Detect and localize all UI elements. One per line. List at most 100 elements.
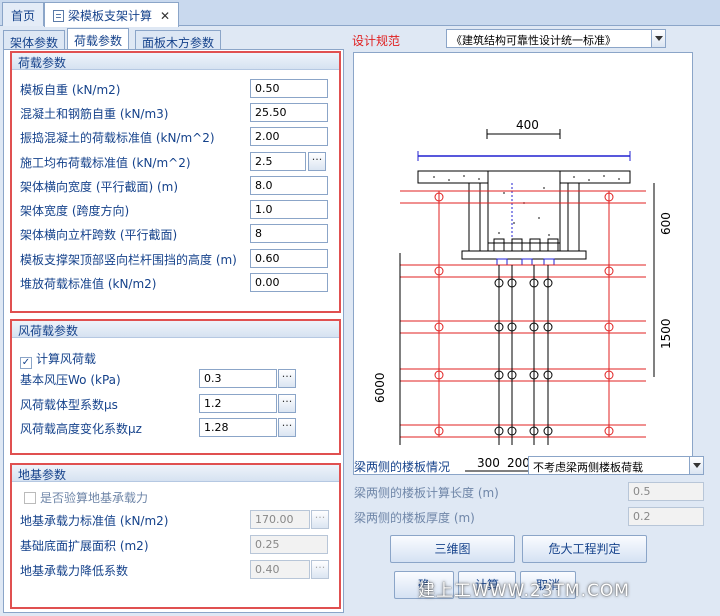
- param-row: 架体横向立杆跨数 (平行截面): [12, 224, 339, 244]
- tab-label: 面板木方参数: [142, 36, 215, 50]
- param-row: 基础底面扩展面积 (m2): [12, 535, 339, 555]
- more-button[interactable]: ···: [311, 560, 329, 579]
- param-row: 架体宽度 (跨度方向): [12, 200, 339, 220]
- side-slab-select[interactable]: 不考虑梁两侧楼板荷载: [528, 456, 704, 475]
- more-button[interactable]: ···: [278, 394, 296, 413]
- checkbox-label: 是否验算地基承载力: [40, 491, 149, 505]
- tab-label: 荷载参数: [74, 34, 123, 48]
- slab-length-input[interactable]: [628, 482, 704, 501]
- frame-width-input[interactable]: [250, 176, 328, 195]
- wind-height-coef-input[interactable]: [199, 418, 277, 437]
- left-formwork: [479, 182, 489, 252]
- pole-nodes-red: [434, 192, 614, 436]
- verify-ground-checkbox[interactable]: [24, 492, 36, 504]
- wind-shape-coef-input[interactable]: [199, 394, 277, 413]
- dim-bottom-label: 300: [477, 456, 500, 470]
- side-slab-label: 梁两侧的楼板情况: [354, 460, 451, 474]
- dim-bottom-label: 200: [507, 456, 530, 470]
- document-tab-bar: 首页 梁模板支架计算 ✕: [0, 0, 720, 27]
- reduction-coef-input[interactable]: [250, 560, 310, 579]
- span-count-input[interactable]: [250, 224, 328, 243]
- document-icon: [53, 10, 64, 22]
- ground-checkbox-row[interactable]: 是否验算地基承载力: [12, 487, 339, 507]
- slab-thickness-input[interactable]: [628, 507, 704, 526]
- dim-top-label: 400: [516, 118, 539, 132]
- chevron-down-icon[interactable]: [689, 457, 703, 474]
- ground-params-group: 地基参数 是否验算地基承载力 地基承载力标准值 (kN/m2) ··· 基础底面…: [10, 463, 341, 609]
- param-row: 混凝土和钢筋自重 (kN/m3): [12, 103, 339, 123]
- more-button[interactable]: ···: [308, 152, 326, 171]
- pole-nodes-black: [494, 278, 553, 436]
- right-formwork: [559, 182, 569, 252]
- param-label: 架体宽度 (跨度方向): [20, 204, 130, 218]
- param-label: 堆放荷载标准值 (kN/m2): [20, 277, 157, 291]
- param-row: 振捣混凝土的荷载标准值 (kN/m^2): [12, 127, 339, 147]
- dim-600-label: 600: [659, 212, 673, 235]
- load-params-group: 荷载参数 模板自重 (kN/m2) 混凝土和钢筋自重 (kN/m3) 振捣混凝土…: [10, 51, 341, 313]
- vibration-load-input[interactable]: [250, 127, 328, 146]
- outer-poles: [438, 191, 610, 437]
- dim-6000-label: 6000: [373, 372, 387, 403]
- param-label: 模板支撑架顶部竖向栏杆围挡的高度 (m): [20, 253, 237, 267]
- bottom-formwork: [461, 250, 587, 260]
- batten: [493, 238, 505, 252]
- design-code-value: 《建筑结构可靠性设计统一标准》: [451, 34, 616, 47]
- param-row: 基本风压Wo (kPa) ···: [12, 369, 339, 389]
- calc-wind-checkbox[interactable]: ✓: [20, 357, 32, 369]
- param-row: 施工均布荷载标准值 (kN/m^2) ···: [12, 152, 339, 172]
- foundation-area-input[interactable]: [250, 535, 328, 554]
- stack-load-input[interactable]: [250, 273, 328, 292]
- param-row: 模板支撑架顶部竖向栏杆围挡的高度 (m): [12, 249, 339, 269]
- horizontal-bars: [400, 190, 646, 438]
- left-wood: [468, 182, 481, 252]
- param-label: 模板自重 (kN/m2): [20, 83, 121, 97]
- param-label: 地基承载力标准值 (kN/m2): [20, 514, 169, 528]
- confirm-button[interactable]: 确: [394, 571, 454, 599]
- tab-beam-formwork-label: 梁模板支架计算: [68, 9, 153, 23]
- ground-capacity-input[interactable]: [250, 510, 310, 529]
- parameter-tabs: 架体参数 荷载参数 面板木方参数: [3, 28, 343, 50]
- parameters-panel: 荷载参数 模板自重 (kN/m2) 混凝土和钢筋自重 (kN/m3) 振捣混凝土…: [3, 49, 344, 613]
- span-width-input[interactable]: [250, 200, 328, 219]
- construction-load-input[interactable]: [250, 152, 306, 171]
- checkbox-label: 计算风荷载: [36, 352, 97, 366]
- close-icon[interactable]: ✕: [160, 9, 171, 23]
- chevron-down-icon[interactable]: [651, 30, 665, 47]
- tab-frame-params[interactable]: 架体参数: [3, 30, 66, 50]
- param-row: 风荷载体型系数μs ···: [12, 394, 339, 414]
- more-button[interactable]: ···: [278, 369, 296, 388]
- tab-home[interactable]: 首页: [2, 2, 45, 26]
- slab-length-label: 梁两侧的楼板计算长度 (m): [354, 486, 499, 500]
- param-row: 架体横向宽度 (平行截面) (m): [12, 176, 339, 196]
- railing-height-input[interactable]: [250, 249, 328, 268]
- cancel-button[interactable]: 取消: [520, 571, 576, 599]
- param-row: 模板自重 (kN/m2): [12, 79, 339, 99]
- slab-thickness-label: 梁两侧的楼板厚度 (m): [354, 511, 475, 525]
- tab-load-params[interactable]: 荷载参数: [67, 28, 130, 50]
- section-drawing: 400: [353, 52, 693, 475]
- tab-home-label: 首页: [11, 9, 36, 23]
- tab-label: 架体参数: [10, 36, 59, 50]
- design-code-select[interactable]: 《建筑结构可靠性设计统一标准》: [446, 29, 666, 48]
- param-label: 基础底面扩展面积 (m2): [20, 539, 149, 553]
- concrete-weight-input[interactable]: [250, 103, 328, 122]
- basic-wind-pressure-input[interactable]: [199, 369, 277, 388]
- design-code-label: 设计规范: [352, 34, 401, 48]
- more-button[interactable]: ···: [311, 510, 329, 529]
- tab-beam-formwork[interactable]: 梁模板支架计算 ✕: [44, 2, 180, 27]
- calculate-button[interactable]: 计算: [458, 571, 516, 599]
- view-3d-button[interactable]: 三维图: [390, 535, 515, 563]
- wind-checkbox-row[interactable]: ✓ 计算风荷载: [12, 348, 339, 369]
- hazard-check-button[interactable]: 危大工程判定: [522, 535, 647, 563]
- group-title: 地基参数: [12, 465, 339, 482]
- tab-panel-params[interactable]: 面板木方参数: [135, 30, 222, 50]
- param-label: 基本风压Wo (kPa): [20, 373, 121, 387]
- formwork-weight-input[interactable]: [250, 79, 328, 98]
- left-slab: [417, 170, 489, 184]
- more-button[interactable]: ···: [278, 418, 296, 437]
- batten: [529, 238, 541, 252]
- watermark: 建上工WWW.23TM.COM: [418, 581, 630, 601]
- dim-1500-label: 1500: [659, 318, 673, 349]
- right-wood: [567, 182, 580, 252]
